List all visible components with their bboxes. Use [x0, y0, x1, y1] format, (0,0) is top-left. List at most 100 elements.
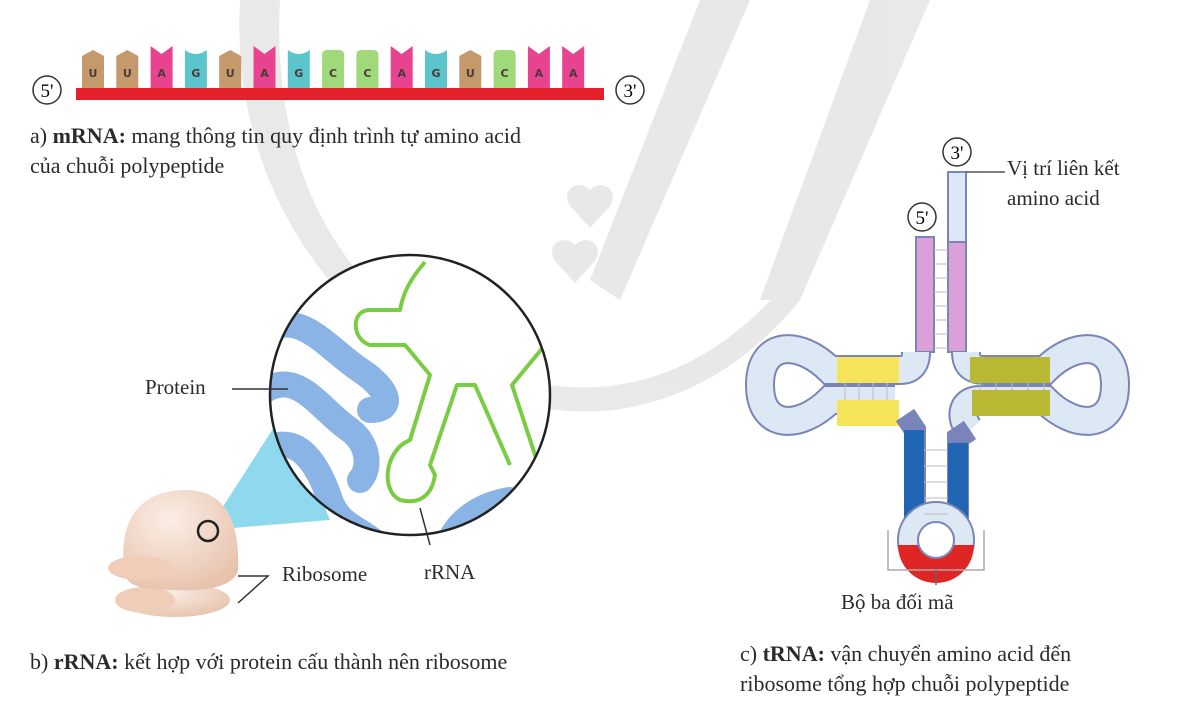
nucleotide-letter: C: [329, 67, 337, 80]
mrna-diagram: U U A G U A G C C A G U C A A 5' 3': [32, 46, 645, 105]
acceptor-stem-3prime: [947, 241, 967, 353]
trna-structure: [744, 171, 1131, 583]
nucleotide-shape: [356, 50, 379, 88]
nucleotide-shape: [82, 50, 104, 88]
protein-label: Protein: [145, 375, 206, 399]
nucleotide-G: G: [425, 50, 447, 88]
nucleotide-A: A: [150, 46, 173, 88]
nucleotide-shape: [459, 50, 482, 88]
nucleotide-letter: U: [123, 67, 132, 80]
nucleotide-shape: [425, 50, 447, 88]
trna-3prime-tail: [947, 171, 967, 243]
trna-three-prime-marker: [942, 137, 972, 167]
caption-term: rRNA:: [53, 649, 119, 674]
nucleotide-shape: [527, 46, 550, 88]
nucleotide-shape: [150, 46, 173, 88]
trna-three-prime-label: 3': [951, 143, 964, 164]
nucleotide-letter: U: [226, 67, 235, 80]
nucleotide-shape: [184, 50, 207, 88]
nucleotide-shape: [390, 46, 413, 88]
ribosome-label: Ribosome: [282, 562, 368, 586]
d-arm: [746, 336, 929, 434]
caption-prefix: a): [30, 123, 53, 148]
caption-text: vận chuyển amino acid đến: [824, 641, 1072, 666]
ribosome: [108, 490, 239, 617]
nucleotide-letter: A: [397, 67, 406, 80]
d-arm-stem-top: [837, 357, 899, 383]
rrna-strand-path: [510, 343, 547, 471]
watermark-stroke: [590, 0, 750, 300]
watermark-stroke-right: [760, 0, 930, 300]
nucleotide-letter: U: [466, 67, 475, 80]
anticodon-loop-inner: [917, 521, 955, 559]
nucleotide-letter: A: [260, 67, 269, 80]
caption-term: tRNA:: [762, 641, 825, 666]
d-arm-stem-bottom: [837, 400, 899, 426]
trna-five-prime-marker: [907, 202, 937, 232]
nucleotide-U: U: [219, 50, 242, 88]
anticodon-stem-left: [904, 430, 924, 520]
rrna-label: rRNA: [424, 560, 476, 584]
caption-term: mRNA:: [52, 123, 126, 148]
ribosome-zoom-marker: [196, 519, 220, 543]
nucleotide-A: A: [562, 46, 585, 88]
rrna-section: Protein Ribosome rRNA b) rRNA: kết hợp v…: [0, 200, 700, 712]
binding-site-label: Vị trí liên kết amino acid: [1007, 153, 1120, 213]
rrna-leader-line: [419, 507, 431, 546]
nucleotide-shape: [287, 50, 310, 88]
zoom-cone: [208, 410, 330, 530]
five-prime-marker: [32, 75, 62, 105]
nucleotide-shape: [116, 50, 139, 88]
nucleotide-G: G: [287, 50, 310, 88]
nucleotide-letter: A: [535, 67, 544, 80]
ribosome-lobe: [108, 556, 172, 580]
magnified-view-border: [268, 253, 552, 537]
nucleotide-C: C: [493, 50, 516, 88]
nucleotide-letter: G: [191, 67, 200, 80]
protein-chain: [270, 431, 393, 535]
nucleotide-A: A: [527, 46, 550, 88]
binding-site-label-line2: amino acid: [1007, 186, 1100, 210]
magnified-view: [270, 255, 550, 535]
base-pair-rungs: [844, 249, 1045, 515]
anticodon-stem-right: [948, 443, 968, 520]
trna-section: 3' 5' Vị trí liên kết amino acid Bộ ba đ…: [700, 120, 1197, 712]
trna-caption: c) tRNA: vận chuyển amino acid đến ribos…: [740, 639, 1071, 699]
nucleotide-letter: G: [431, 67, 440, 80]
nucleotide-U: U: [459, 50, 482, 88]
nucleotide-U: U: [82, 50, 104, 88]
nucleotide-A: A: [390, 46, 413, 88]
rrna-strand: [353, 260, 547, 504]
three-prime-marker: [615, 75, 645, 105]
nucleotide-letter: C: [501, 67, 509, 80]
mrna-caption: a) mRNA: mang thông tin quy định trình t…: [30, 121, 521, 181]
anticodon-triplet: [898, 545, 974, 583]
mrna-backbone: [76, 88, 604, 100]
ribosome-lobe: [115, 587, 175, 613]
nucleotide-C: C: [356, 50, 379, 88]
nucleotide-G: G: [184, 50, 207, 88]
nucleotide-shape: [322, 50, 345, 88]
nucleotide-U: U: [116, 50, 139, 88]
trna-diagram: 3' 5': [744, 137, 1131, 585]
nucleotide-letter: C: [363, 67, 371, 80]
three-prime-label: 3': [624, 81, 637, 102]
rrna-strand-path: [353, 260, 512, 504]
caption-text-line2: ribosome tổng hợp chuỗi polypeptide: [740, 671, 1070, 696]
rrna-diagram: [108, 253, 552, 617]
five-prime-label: 5': [41, 81, 54, 102]
nucleotide-shape: [562, 46, 585, 88]
caption-text: mang thông tin quy định trình tự amino a…: [125, 123, 521, 148]
nucleotide-letter: A: [569, 67, 578, 80]
caption-prefix: c): [740, 641, 763, 666]
t-arm-stem-bottom: [972, 390, 1050, 416]
watermark-heart: [552, 240, 598, 283]
caption-text-line2: của chuỗi polypeptide: [30, 153, 225, 178]
protein-chain: [270, 255, 358, 283]
protein-chain: [270, 371, 380, 493]
nucleotide-shape: [493, 50, 516, 88]
trna-five-prime-label: 5': [916, 208, 929, 229]
nucleotide-letter: A: [157, 67, 166, 80]
t-arm-stem-top: [970, 357, 1050, 383]
